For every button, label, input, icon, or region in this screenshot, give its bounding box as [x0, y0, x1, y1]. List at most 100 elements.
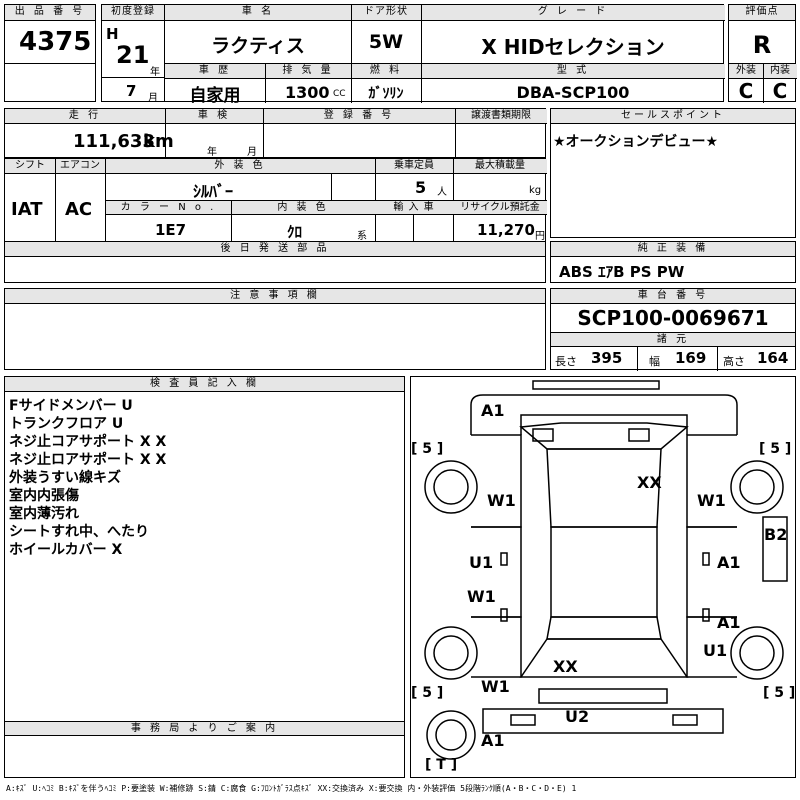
reg-divider [102, 77, 164, 78]
inspector-label: 検 査 員 記 入 欄 [5, 377, 404, 392]
import-label: 輸 入 車 [375, 201, 453, 215]
color-no: 1E7 [155, 221, 187, 239]
div-b [421, 5, 422, 63]
mark-right-a1-rear: A1 [717, 613, 741, 632]
div-d [265, 63, 266, 103]
width: 169 [675, 349, 707, 367]
door-type: 5W [368, 31, 404, 53]
s-div-6 [231, 200, 232, 243]
chassis-number: SCP100-0069671 [577, 306, 769, 330]
color-no-label: カ ラ ー N o . [106, 201, 231, 215]
notes-label: 注 意 事 項 欄 [5, 289, 545, 304]
length: 395 [591, 349, 623, 367]
insp-month-unit: 月 [247, 147, 257, 158]
ch-div-1 [637, 347, 638, 371]
reg-year: 21 [116, 41, 150, 69]
m-div-3 [455, 109, 456, 159]
recycle: 11,270 [477, 221, 535, 239]
ch-div-2 [717, 347, 718, 371]
sales-point: ★オークションデビュー★ [553, 134, 719, 150]
era: H [106, 25, 119, 43]
inspector-line: Fサイドメンバー U [9, 398, 133, 414]
div-a [351, 5, 352, 63]
width-label: 幅 [649, 355, 660, 368]
score: R [752, 31, 772, 59]
door-label: ドア形状 [351, 5, 421, 21]
reg-no-label: 登 録 番 号 [263, 109, 455, 124]
score-box: 評価点 R 外装 内装 C C [728, 4, 797, 103]
exterior-label: 外装 [729, 64, 763, 79]
sales-block: セールスポイント ★オークションデビュー★ [550, 108, 796, 238]
div-e [351, 63, 352, 103]
mark-right-b2: B2 [764, 525, 788, 544]
mark-rear-u2: U2 [565, 707, 590, 726]
damage-diagram: A1 [ 5 ] [ 5 ] XX W1 W1 B2 U1 A1 W1 A1 U… [410, 376, 796, 778]
lot-divider [5, 63, 95, 64]
history-label: 車 歴 [165, 64, 265, 79]
reg-year-unit: 年 [150, 67, 160, 78]
grade: X HIDセレクション [481, 35, 665, 59]
int-color-label: 内 装 色 [231, 201, 375, 215]
inspector-block: 検 査 員 記 入 欄 Fサイドメンバー U トランクフロア U ネジ止コアサポ… [4, 376, 405, 778]
displacement-label: 排 気 量 [265, 64, 351, 79]
chassis-block: 車 台 番 号 SCP100-0069671 諸 元 長さ 395 幅 169 … [550, 288, 796, 371]
lot-number: 4375 [19, 27, 92, 57]
inspector-line: 外装うすい線キズ [9, 470, 121, 486]
mark-right-w1-front: W1 [697, 491, 726, 510]
m-div-2 [263, 109, 264, 159]
capacity: 5 [415, 178, 427, 197]
recycle-unit: 円 [535, 231, 545, 242]
mark-right-a1-front: A1 [717, 553, 741, 572]
fuel-label: 燃 料 [351, 64, 421, 79]
inspector-line: シートすれ中、へたり [9, 524, 149, 540]
car-outline-svg [424, 380, 788, 760]
s-div-h [105, 200, 547, 201]
height-label: 高さ [723, 355, 745, 368]
mark-rear-xx: XX [553, 657, 578, 676]
chassis-label: 車 台 番 号 [551, 289, 795, 304]
mark-tire-fl: [ 5 ] [411, 441, 444, 457]
height: 164 [757, 349, 789, 367]
inspector-line: ホイールカバー X [9, 542, 123, 558]
first-reg-label: 初度登録 [102, 5, 164, 21]
int-color-unit: 系 [357, 231, 367, 242]
max-load-label: 最大積載量 [453, 159, 547, 174]
spec-block: シフト エアコン 外 装 色 乗車定員 最大積載量 IAT AC ｼﾙﾊﾞｰ 5… [4, 158, 547, 243]
mileage-block: 走 行 車 検 登 録 番 号 譲渡書類期限 111,633 km 年 月 [4, 108, 547, 159]
mark-tire-rr: [ 5 ] [763, 685, 796, 701]
history: 自家用 [189, 86, 241, 106]
reg-month-unit: 月 [148, 93, 158, 104]
ext-color-label: 外 装 色 [105, 159, 375, 174]
model: DBA-SCP100 [516, 83, 630, 102]
office-label: 事 務 局 よ り ご 案 内 [5, 722, 404, 736]
mark-right-u1: U1 [703, 641, 728, 660]
div-c [165, 63, 723, 64]
m-div-1 [165, 109, 166, 159]
mark-tire-fr: [ 5 ] [759, 441, 792, 457]
equipment: ABS ｴｱB PS PW [559, 263, 685, 281]
model-label: 型 式 [421, 64, 725, 79]
mark-tire-rl: [ 5 ] [411, 685, 444, 701]
mark-left-w1-front: W1 [487, 491, 516, 510]
displacement: 1300 [285, 83, 330, 102]
score-divider [729, 63, 795, 64]
ac: AC [65, 199, 93, 220]
interior-score: C [772, 79, 788, 103]
grade-label: グ レ ー ド [421, 5, 725, 21]
first-reg-box: 初度登録 H 21 年 7 月 [101, 4, 165, 104]
capacity-label: 乗車定員 [375, 159, 453, 174]
transfer-label: 譲渡書類期限 [455, 109, 547, 124]
spec-label: 諸 元 [551, 333, 795, 347]
inspector-line: ネジ止ロアサポート X X [9, 452, 167, 468]
s-div-1 [55, 159, 56, 243]
shift-label: シフト [5, 159, 55, 174]
lot-box: 出 品 番 号 4375 [4, 4, 96, 102]
length-label: 長さ [555, 355, 577, 368]
ext-color: ｼﾙﾊﾞｰ [193, 182, 234, 201]
mileage-label: 走 行 [5, 109, 165, 124]
inspector-line: 室内薄汚れ [9, 506, 79, 522]
later-parts-label: 後 日 発 送 部 品 [5, 242, 545, 257]
capacity-unit: 人 [437, 187, 447, 198]
recycle-label: リサイクル預託金 [453, 201, 547, 215]
later-parts-block: 後 日 発 送 部 品 [4, 241, 546, 283]
